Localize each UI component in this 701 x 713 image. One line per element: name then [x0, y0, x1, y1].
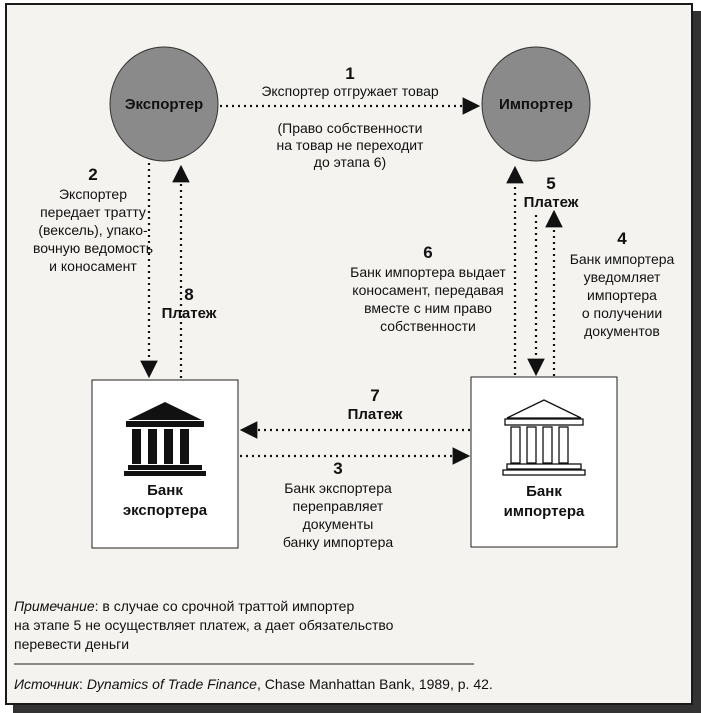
- step-2-number: 2: [88, 165, 97, 184]
- step-6-text-4: собственности: [380, 318, 476, 334]
- step-3-text-4: банку импортера: [283, 534, 394, 550]
- step-2-text-5: и коносамент: [49, 258, 137, 274]
- footer-note-line-1: Примечание: в случае со срочной траттой …: [14, 598, 354, 614]
- footer-source-title: Dynamics of Trade Finance: [87, 676, 257, 692]
- footer-note-line-2: на этапе 5 не осуществляет платеж, а дае…: [14, 617, 394, 633]
- step-4-text-3: импортера: [587, 287, 657, 303]
- footer-source-colon: :: [79, 676, 87, 692]
- footer-note-label: Примечание: [14, 598, 95, 614]
- bank-building-outline-icon: [502, 399, 586, 476]
- footer-source-rest: , Chase Manhattan Bank, 1989, p. 42.: [257, 676, 493, 692]
- step-3-text-3: документы: [303, 516, 374, 532]
- step-3-text-1: Банк экспортера: [284, 480, 392, 496]
- step-8-label: Платеж: [162, 305, 217, 322]
- step-2-text-2: передает тратту: [40, 204, 146, 220]
- exporter-bank-label-2: экспортера: [123, 502, 208, 519]
- importer-bank-label-2: импортера: [504, 503, 585, 520]
- step-1-note-1: (Право собственности: [277, 120, 422, 136]
- step-4-text-2: уведомляет: [584, 269, 661, 285]
- step-4-text-5: документов: [584, 323, 660, 339]
- step-7-number: 7: [370, 386, 379, 405]
- step-2-text-1: Экспортер: [59, 186, 127, 202]
- step-6-text-3: вместе с ним право: [364, 300, 492, 316]
- step-5-label: Платеж: [524, 194, 579, 211]
- footer-source-label: Источник: [14, 676, 80, 692]
- step-3-text-2: переправляет: [293, 498, 384, 514]
- step-4-number: 4: [617, 229, 627, 248]
- step-2-text-3: (вексель), упако-: [38, 222, 148, 238]
- step-5-number: 5: [546, 174, 555, 193]
- step-1-text: Экспортер отгружает товар: [261, 83, 439, 99]
- step-6-number: 6: [423, 243, 432, 262]
- footer-note-text-1: : в случае со срочной траттой импортер: [95, 598, 355, 614]
- importer-label: Импортер: [499, 96, 573, 113]
- footer-source: Источник: Dynamics of Trade Finance, Cha…: [14, 676, 493, 692]
- step-3-number: 3: [333, 459, 342, 478]
- footer-note-line-3: перевести деньги: [14, 636, 129, 652]
- step-1-note-3: до этапа 6): [314, 154, 386, 170]
- step-1-number: 1: [345, 64, 354, 83]
- exporter-label: Экспортер: [125, 96, 203, 113]
- step-1-note-2: на товар не переходит: [277, 137, 425, 153]
- importer-node: [481, 46, 591, 162]
- bank-building-icon: [124, 402, 206, 476]
- step-2-text-4: вочную ведомость: [33, 240, 153, 256]
- step-7-label: Платеж: [348, 406, 403, 423]
- importer-bank-label-1: Банк: [526, 483, 562, 500]
- step-6-text-2: коносамент, передавая: [352, 282, 503, 298]
- exporter-bank-label-1: Банк: [147, 482, 183, 499]
- step-4-text-1: Банк импортера: [570, 251, 675, 267]
- step-4-text-4: о получении: [582, 305, 662, 321]
- step-8-number: 8: [184, 285, 193, 304]
- step-6-text-1: Банк импортера выдает: [350, 264, 506, 280]
- exporter-node: [109, 46, 219, 162]
